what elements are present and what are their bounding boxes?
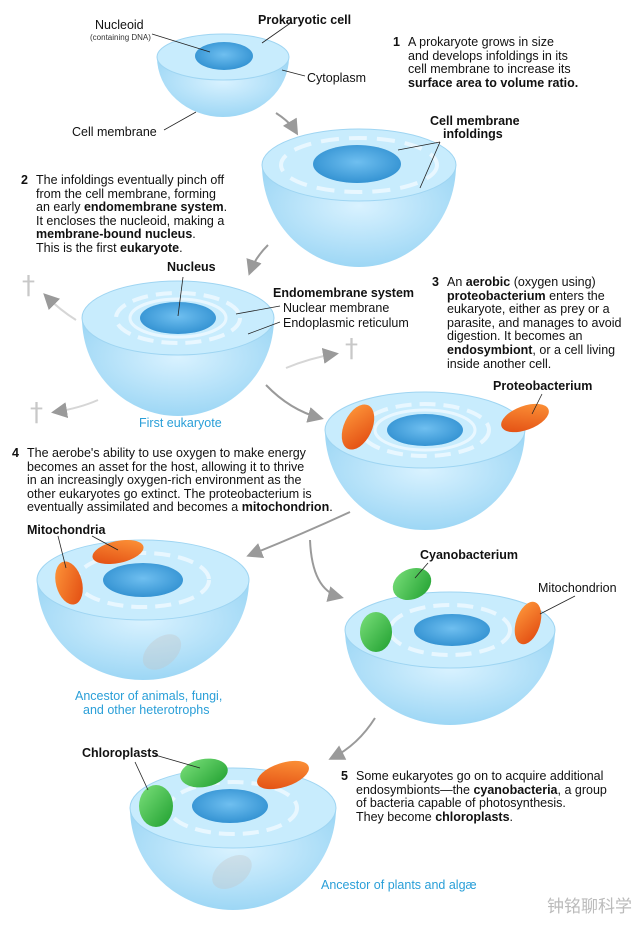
step-1-number: 1 — [393, 35, 400, 49]
cell-membrane-label: Cell membrane — [72, 125, 157, 139]
extinct-dagger-icon-3: † — [345, 334, 358, 364]
process-arrows — [246, 112, 376, 760]
watermark: 钟铭聊科学 — [547, 897, 632, 917]
step-2-line: It encloses the nucleoid, making a — [36, 213, 225, 228]
step-2-number: 2 — [21, 173, 28, 187]
nucleus-label: Nucleus — [167, 260, 216, 274]
extinct-dagger-icon-2: † — [30, 398, 43, 428]
step-5-line: Some eukaryotes go on to acquire additio… — [356, 769, 604, 783]
extinction-arrows — [43, 293, 339, 419]
animal-ancestor-drawing — [36, 539, 250, 680]
ancestor-animals-label-line1: Ancestor of animals, fungi, — [75, 689, 223, 703]
infoldings-label-line2: infoldings — [443, 127, 503, 141]
proteobacterium-cell-drawing — [324, 391, 549, 530]
endoplasmic-reticulum-label: Endoplasmic reticulum — [283, 316, 409, 330]
first-eukaryote-label: First eukaryote — [139, 416, 222, 430]
step-1-line: cell membrane to increase its — [408, 62, 571, 77]
step-4-line: eventually assimilated and becomes a mit… — [27, 500, 333, 515]
proteobacterium-label: Proteobacterium — [493, 379, 593, 393]
step-2-line: This is the first eukaryote. — [36, 240, 183, 255]
first-eukaryote-drawing — [81, 280, 275, 416]
step-3-line: proteobacterium enters the — [447, 288, 605, 303]
step-2-line: from the cell membrane, forming — [36, 186, 216, 201]
step-3-line: endosymbiont, or a cell living — [447, 342, 616, 357]
step-5-text: 5 Some eukaryotes go on to acquire addit… — [341, 769, 607, 824]
step-5-number: 5 — [341, 769, 348, 783]
step-5-line: endosymbionts—the cyanobacteria, a group — [356, 782, 607, 797]
step-2-text: 2 The infoldings eventually pinch off fr… — [21, 173, 228, 256]
step-3-number: 3 — [432, 275, 439, 289]
step-4-line: The aerobe's ability to use oxygen to ma… — [27, 446, 306, 460]
step-1-line: surface area to volume ratio. — [408, 75, 579, 90]
step-4-line: in an increasingly oxygen-rich environme… — [27, 473, 302, 488]
prokaryotic-cell-drawing — [156, 33, 290, 117]
ancestor-animals-label-line2: and other heterotrophs — [83, 703, 210, 717]
step-3-line: digestion. It becomes an — [447, 329, 583, 344]
chloroplasts-label: Chloroplasts — [82, 746, 159, 760]
leader-lines — [57, 21, 576, 791]
cytoplasm-label: Cytoplasm — [307, 71, 367, 85]
step-1-line: and develops infoldings in its — [408, 48, 568, 63]
step-1-text: 1 A prokaryote grows in size and develop… — [393, 35, 579, 90]
step-4-line: other eukaryotes go extinct. The proteob… — [27, 486, 312, 501]
step-5-line: They become chloroplasts. — [356, 809, 514, 824]
step-3-line: An aerobic (oxygen using) — [447, 275, 596, 289]
step-3-line: eukaryote, either as prey or a — [447, 302, 610, 317]
step-4-text: 4 The aerobe's ability to use oxygen to … — [12, 446, 333, 515]
plant-ancestor-drawing — [129, 758, 337, 910]
nuclear-membrane-label: Nuclear membrane — [283, 301, 390, 315]
ancestor-plants-label: Ancestor of plants and algæ — [321, 878, 477, 892]
step-4-number: 4 — [12, 446, 19, 460]
extinct-dagger-icon-1: † — [22, 271, 35, 301]
step-2-line: The infoldings eventually pinch off — [36, 173, 225, 187]
step-3-text: 3 An aerobic (oxygen using) proteobacter… — [432, 275, 622, 371]
endomembrane-system-label: Endomembrane system — [273, 286, 415, 300]
step-1-line: A prokaryote grows in size — [408, 35, 554, 49]
step-2-line: an early endomembrane system. — [36, 200, 228, 215]
nucleoid-label: Nucleoid — [95, 18, 144, 32]
step-5-line: of bacteria capable of photosynthesis. — [356, 796, 566, 811]
step-4-line: becomes an asset for the host, allowing … — [27, 459, 305, 474]
cyanobacterium-label: Cyanobacterium — [420, 548, 518, 562]
mitochondria-label: Mitochondria — [27, 523, 106, 537]
containing-dna-label: (containing DNA) — [90, 33, 151, 42]
infolding-cell-drawing — [261, 128, 457, 267]
prokaryotic-cell-label: Prokaryotic cell — [258, 13, 352, 27]
step-3-line: inside another cell. — [447, 356, 552, 371]
infoldings-label-line1: Cell membrane — [430, 114, 520, 128]
step-2-line: membrane-bound nucleus. — [36, 227, 196, 242]
mitochondrion-label: Mitochondrion — [538, 581, 617, 595]
step-3-line: parasite, and manages to avoid — [447, 315, 622, 330]
cyanobacterium-cell-drawing — [344, 567, 556, 725]
